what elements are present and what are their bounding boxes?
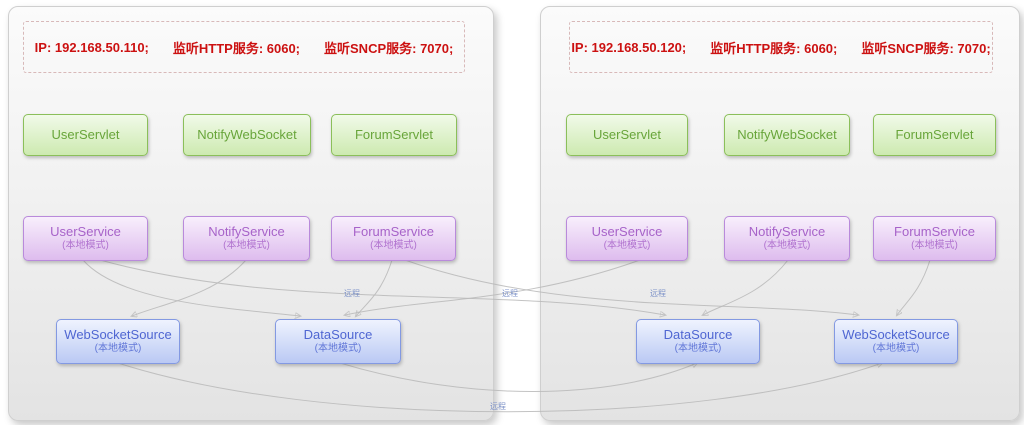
servlet-box-notifywebsocket: NotifyWebSocket xyxy=(724,114,850,156)
source-box-datasource: DataSource (本地模式) xyxy=(275,319,401,364)
connection-label: 远程 xyxy=(502,289,518,298)
box-mode: (本地模式) xyxy=(911,240,958,252)
box-mode: (本地模式) xyxy=(314,343,362,355)
box-label: DataSource xyxy=(303,327,373,343)
box-label: NotifyService xyxy=(208,224,285,240)
server-ip: IP: 192.168.50.120; xyxy=(571,39,687,55)
servlet-box-userservlet: UserServlet xyxy=(23,114,148,156)
box-label: NotifyService xyxy=(748,224,826,240)
box-mode: (本地模式) xyxy=(223,240,270,252)
servlet-box-notifywebsocket: NotifyWebSocket xyxy=(183,114,311,156)
connection-label: 远程 xyxy=(490,402,506,411)
box-label: WebSocketSource xyxy=(842,327,950,343)
box-label: ForumService xyxy=(894,224,975,240)
box-mode: (本地模式) xyxy=(62,240,109,252)
sncp-port: 监听SNCP服务: 7070; xyxy=(861,40,991,56)
box-mode: (本地模式) xyxy=(763,240,811,252)
service-box-userservice: UserService (本地模式) xyxy=(23,216,148,261)
service-box-userservice: UserService (本地模式) xyxy=(566,216,688,261)
service-box-forumservice: ForumService (本地模式) xyxy=(331,216,456,261)
box-label: DataSource xyxy=(663,327,733,343)
source-box-websocketsource: WebSocketSource (本地模式) xyxy=(56,319,180,364)
box-mode: (本地模式) xyxy=(872,343,920,355)
servlet-box-forumservlet: ForumServlet xyxy=(331,114,457,156)
source-box-websocketsource: WebSocketSource (本地模式) xyxy=(834,319,958,364)
server-ip: IP: 192.168.50.110; xyxy=(34,39,149,55)
sncp-port: 监听SNCP服务: 7070; xyxy=(324,40,454,56)
box-label: UserServlet xyxy=(593,126,661,142)
box-label: ForumServlet xyxy=(354,126,434,142)
connection-label: 远程 xyxy=(344,289,360,298)
http-port: 监听HTTP服务: 6060; xyxy=(710,40,838,56)
server-panel-node2: IP: 192.168.50.120; 监听HTTP服务: 6060; 监听SN… xyxy=(540,6,1020,421)
box-label: NotifyWebSocket xyxy=(737,126,837,142)
server-info-node2: IP: 192.168.50.120; 监听HTTP服务: 6060; 监听SN… xyxy=(569,21,993,73)
box-label: ForumServlet xyxy=(895,126,974,142)
box-label: NotifyWebSocket xyxy=(197,126,297,142)
http-port: 监听HTTP服务: 6060; xyxy=(172,40,301,56)
servlet-box-forumservlet: ForumServlet xyxy=(873,114,996,156)
box-mode: (本地模式) xyxy=(674,343,722,355)
box-label: UserService xyxy=(50,224,121,240)
box-label: UserService xyxy=(591,224,663,240)
server-info-node1: IP: 192.168.50.110; 监听HTTP服务: 6060; 监听SN… xyxy=(23,21,465,73)
source-box-datasource: DataSource (本地模式) xyxy=(636,319,760,364)
service-box-notifyservice: NotifyService (本地模式) xyxy=(183,216,310,261)
servlet-box-userservlet: UserServlet xyxy=(566,114,688,156)
box-label: UserServlet xyxy=(51,126,120,142)
box-label: WebSocketSource xyxy=(64,327,172,343)
box-mode: (本地模式) xyxy=(94,343,142,355)
service-box-forumservice: ForumService (本地模式) xyxy=(873,216,996,261)
box-mode: (本地模式) xyxy=(603,240,651,252)
box-mode: (本地模式) xyxy=(370,240,417,252)
connection-label: 远程 xyxy=(650,289,666,298)
box-label: ForumService xyxy=(353,224,434,240)
service-box-notifyservice: NotifyService (本地模式) xyxy=(724,216,850,261)
server-panel-node1: IP: 192.168.50.110; 监听HTTP服务: 6060; 监听SN… xyxy=(8,6,494,421)
